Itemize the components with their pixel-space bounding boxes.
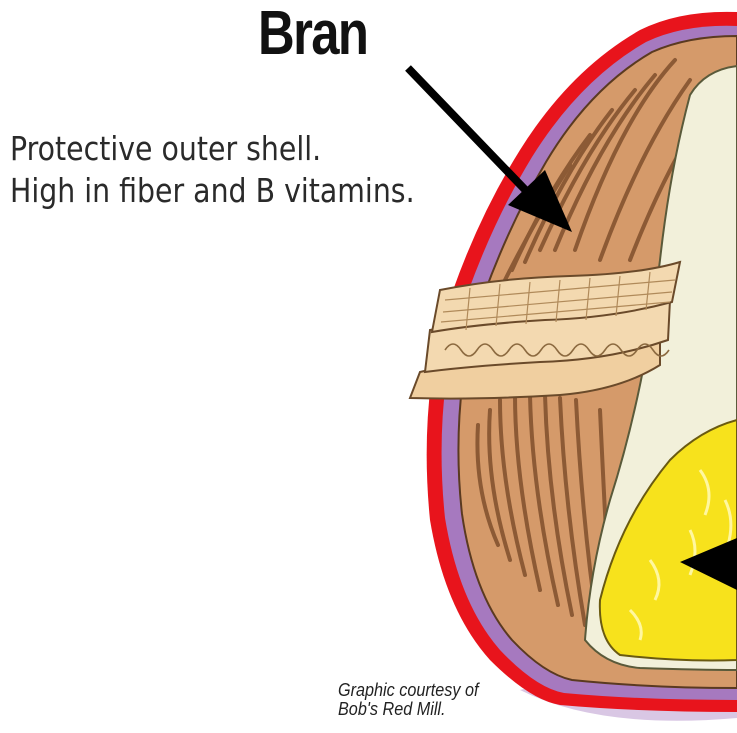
diagram-title: Bran	[258, 0, 367, 68]
description-line-2: High in fiber and B vitamins.	[10, 170, 415, 212]
bran-description: Protective outer shell. High in fiber an…	[10, 128, 415, 212]
credit-line-1: Graphic courtesy of	[338, 681, 478, 700]
description-line-1: Protective outer shell.	[10, 128, 415, 170]
credit-line-2: Bob's Red Mill.	[338, 700, 478, 719]
image-credit: Graphic courtesy of Bob's Red Mill.	[338, 681, 478, 719]
